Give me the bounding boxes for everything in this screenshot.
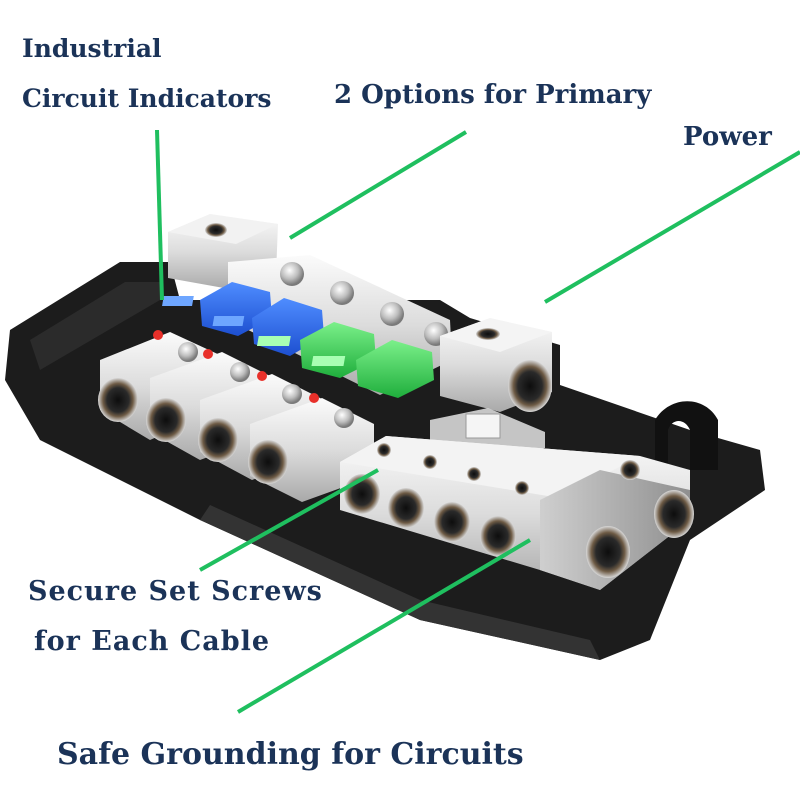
green-fuses [256,322,434,398]
callout-set-screws-line1: Secure Set Screws [28,576,323,607]
leader-line-primary-a [288,130,468,240]
leader-line-primary-b [543,150,800,304]
callout-primary-power-line1: 2 Options for Primary [334,80,652,110]
leader-line-screws [199,468,379,572]
callout-circuit-indicators-line2: Circuit Indicators [22,84,272,113]
leader-line-grounding [236,538,532,714]
left-output-terminals [98,330,374,502]
callout-primary-power-line2: Power [683,122,772,152]
leader-lines [155,129,800,714]
callout-grounding: Safe Grounding for Circuits [57,737,524,772]
primary-power-terminal-front [440,318,552,412]
ground-bar [340,436,694,590]
callout-circuit-indicators-line1: Industrial [22,34,162,63]
leader-line-indicators [155,129,164,301]
callout-set-screws-line2: for Each Cable [34,626,271,657]
